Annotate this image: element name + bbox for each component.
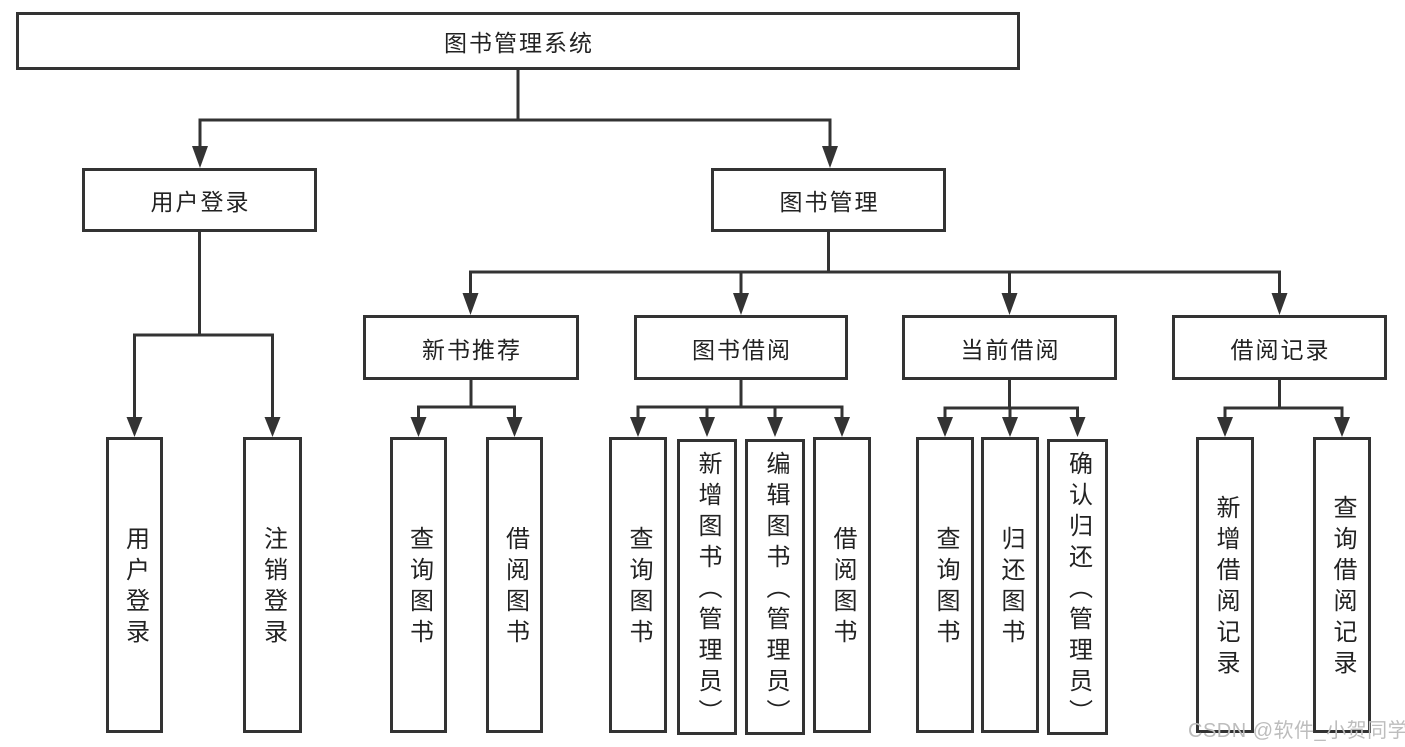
leaf-user-login: 用户登录 <box>106 437 163 733</box>
node-label: 图书管理 <box>779 189 880 215</box>
leaf-add-borrow-record: 新增借阅记录 <box>1196 437 1254 733</box>
node-label: 借阅图书 <box>829 526 856 650</box>
node-label: 图书管理系统 <box>444 30 594 56</box>
node-label: 查询图书 <box>625 526 652 650</box>
node-label: 当前借阅 <box>960 336 1061 363</box>
node-new-book-recommendation: 新书推荐 <box>363 315 579 380</box>
node-label: 确认归还（管理员） <box>1064 450 1092 730</box>
node-label: 注销登录 <box>259 526 287 650</box>
node-label: 新书推荐 <box>422 336 522 363</box>
node-book-borrowing: 图书借阅 <box>634 315 848 380</box>
node-label: 新增借阅记录 <box>1212 495 1239 681</box>
leaf-edit-book-admin: 编辑图书（管理员） <box>745 439 805 735</box>
node-label: 借阅记录 <box>1230 336 1331 363</box>
node-label: 查询图书 <box>405 526 433 650</box>
node-label: 借阅图书 <box>501 526 529 650</box>
leaf-query-books-current: 查询图书 <box>916 437 974 733</box>
node-label: 用户登录 <box>121 526 149 650</box>
node-label: 归还图书 <box>997 526 1024 650</box>
node-label: 编辑图书（管理员） <box>762 450 789 730</box>
node-label: 查询图书 <box>932 526 959 650</box>
node-label: 用户登录 <box>150 189 251 215</box>
leaf-query-books-borrow: 查询图书 <box>609 437 667 733</box>
leaf-borrow-books-recommend: 借阅图书 <box>486 437 543 733</box>
leaf-query-books-recommend: 查询图书 <box>390 437 447 733</box>
leaf-logout: 注销登录 <box>243 437 302 733</box>
node-label: 查询借阅记录 <box>1329 495 1356 681</box>
node-label: 新增图书（管理员） <box>694 450 721 730</box>
leaf-confirm-return-admin: 确认归还（管理员） <box>1047 439 1108 735</box>
node-borrowing-records: 借阅记录 <box>1172 315 1387 380</box>
csdn-watermark: CSDN @软件_小贺同学 <box>1188 720 1405 742</box>
node-current-borrowing: 当前借阅 <box>902 315 1117 380</box>
leaf-return-book: 归还图书 <box>981 437 1039 733</box>
node-library-management-system: 图书管理系统 <box>16 12 1020 70</box>
leaf-add-book-admin: 新增图书（管理员） <box>677 439 737 735</box>
node-book-management: 图书管理 <box>711 168 946 232</box>
node-label: 图书借阅 <box>692 336 792 363</box>
node-user-login: 用户登录 <box>82 168 317 232</box>
leaf-borrow-books: 借阅图书 <box>813 437 871 733</box>
leaf-query-borrow-record: 查询借阅记录 <box>1313 437 1371 733</box>
